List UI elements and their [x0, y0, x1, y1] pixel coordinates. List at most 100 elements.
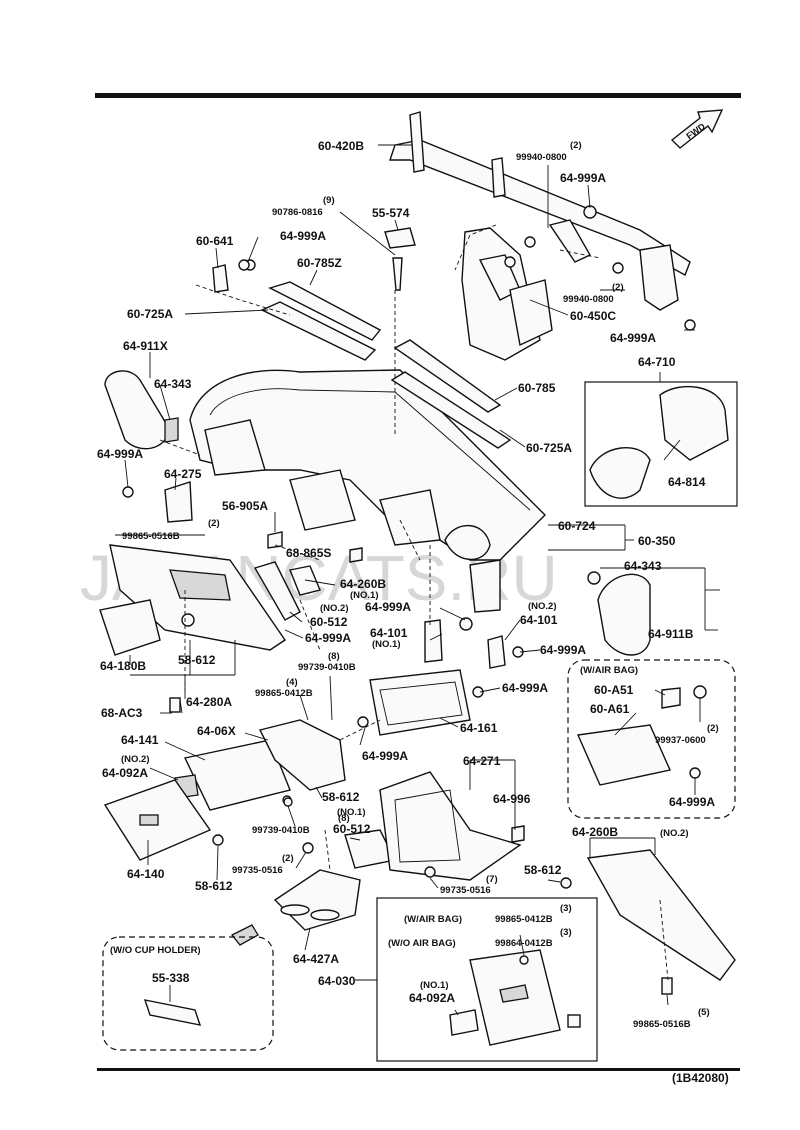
label-56-905A: 56-905A — [222, 499, 268, 513]
label-64-814: 64-814 — [668, 475, 706, 489]
label-58-612: 58-612 — [524, 863, 562, 877]
label-qty: (8) — [328, 651, 340, 662]
label-60-512: 60-512 — [310, 615, 348, 629]
label-58-612: 58-612 — [322, 790, 360, 804]
label-64-999A: 64-999A — [97, 447, 143, 461]
label-60-450C: 60-450C — [570, 309, 616, 323]
center-console-64-271 — [379, 771, 525, 881]
label-64-161: 64-161 — [460, 721, 498, 735]
label-64-101: 64-101 — [520, 613, 558, 627]
label-64-911X: 64-911X — [123, 339, 168, 353]
label-qty: (7) — [486, 874, 498, 885]
label-60-785Z: 60-785Z — [297, 256, 342, 270]
label-64-030: 64-030 — [318, 974, 356, 988]
label-60-641: 60-641 — [196, 234, 234, 248]
label-60-420B: 60-420B — [318, 139, 364, 153]
label-60-A51: 60-A51 — [594, 683, 634, 697]
cup-blank-55-338 — [143, 999, 202, 1026]
label-64-427A: 64-427A — [293, 952, 339, 966]
label-99940-0800: 99940-0800 — [563, 294, 614, 305]
air-bag-bracket — [576, 685, 707, 786]
label-qty: (8) — [338, 813, 350, 824]
label-99739-0410B: 99739-0410B — [298, 662, 356, 673]
bracket-64-06X — [258, 719, 397, 869]
label-68-865S: 68-865S — [286, 546, 331, 560]
lower-panel-64-280A — [99, 544, 286, 713]
dashboard-panel — [189, 369, 546, 613]
label-no1: (NO.1) — [372, 639, 401, 650]
label-64-999A: 64-999A — [280, 229, 326, 243]
label-64-999A: 64-999A — [669, 795, 715, 809]
bottom-rule — [97, 1068, 740, 1071]
label-64-999A: 64-999A — [362, 749, 408, 763]
label-60-A61: 60-A61 — [590, 702, 630, 716]
label-no2: (NO.2) — [121, 754, 150, 765]
label-64-996: 64-996 — [493, 792, 531, 806]
label-without-air-bag: (W/O AIR BAG) — [388, 938, 456, 949]
label-64-999A: 64-999A — [610, 331, 656, 345]
label-64-999A: 64-999A — [365, 600, 411, 614]
label-with-air-bag: (W/AIR BAG) — [580, 665, 638, 676]
label-64-280A: 64-280A — [186, 695, 232, 709]
middle-brackets — [253, 561, 524, 669]
left-side-parts — [104, 227, 416, 563]
label-60-785: 60-785 — [518, 381, 556, 395]
label-60-725A: 60-725A — [526, 441, 572, 455]
label-64-260B: 64-260B — [340, 577, 386, 591]
dashed-guide-lines — [159, 224, 669, 981]
label-64-141: 64-141 — [121, 733, 159, 747]
label-99937-0600: 99937-0600 — [655, 735, 706, 746]
fwd-arrow-icon: FWD — [670, 109, 724, 149]
label-no2: (NO.2) — [660, 828, 689, 839]
label-without-cup-holder: (W/O CUP HOLDER) — [110, 945, 201, 956]
label-qty: (2) — [208, 518, 220, 529]
label-58-612: 58-612 — [178, 653, 216, 667]
label-64-271: 64-271 — [463, 754, 501, 768]
with-air-bag-box — [567, 659, 736, 819]
label-qty: (2) — [612, 282, 624, 293]
side-cover-right — [587, 571, 651, 656]
label-64-092A: 64-092A — [102, 766, 148, 780]
label-99940-0800: 99940-0800 — [516, 152, 567, 163]
label-no2: (NO.2) — [528, 601, 557, 612]
label-99735-0516: 99735-0516 — [440, 885, 491, 896]
label-58-612: 58-612 — [195, 879, 233, 893]
label-no2: (NO.2) — [320, 603, 349, 614]
label-60-724: 60-724 — [558, 519, 596, 533]
label-64-710: 64-710 — [638, 355, 676, 369]
label-no1: (NO.1) — [420, 980, 449, 991]
glovebox-64-030 — [449, 949, 581, 1046]
label-64-999A: 64-999A — [560, 171, 606, 185]
label-64-140: 64-140 — [127, 867, 165, 881]
diagram-code: (1B42080) — [672, 1071, 729, 1085]
label-64-999A: 64-999A — [540, 643, 586, 657]
label-99739-0410B: 99739-0410B — [252, 825, 310, 836]
cup-holder-64-427A — [230, 869, 361, 946]
vent-parts — [589, 385, 729, 499]
label-qty: (2) — [707, 723, 719, 734]
label-99864-0412B: 99864-0412B — [495, 938, 553, 949]
label-99865-0412B: 99865-0412B — [255, 688, 313, 699]
label-90786-0816: 90786-0816 — [272, 207, 323, 218]
label-64-343: 64-343 — [154, 377, 192, 391]
label-99865-0516B: 99865-0516B — [122, 531, 180, 542]
part-labels: 60-420B (2) 99940-0800 64-999A (9) 90786… — [97, 139, 729, 1085]
label-64-180B: 64-180B — [100, 659, 146, 673]
label-qty: (5) — [698, 1007, 710, 1018]
label-99865-0516B: 99865-0516B — [633, 1019, 691, 1030]
label-68-AC3: 68-AC3 — [101, 706, 143, 720]
label-64-101: 64-101 — [370, 626, 408, 640]
label-qty: (4) — [286, 677, 298, 688]
label-64-999A: 64-999A — [502, 681, 548, 695]
label-64-260B: 64-260B — [572, 825, 618, 839]
label-no1: (NO.1) — [337, 807, 366, 818]
label-99865-0412B: 99865-0412B — [495, 914, 553, 925]
steering-support-member — [244, 111, 696, 361]
top-rule — [95, 93, 741, 98]
label-64-911B: 64-911B — [648, 627, 694, 641]
label-64-275: 64-275 — [164, 467, 202, 481]
label-60-512: 60-512 — [333, 822, 371, 836]
label-60-350: 60-350 — [638, 534, 676, 548]
